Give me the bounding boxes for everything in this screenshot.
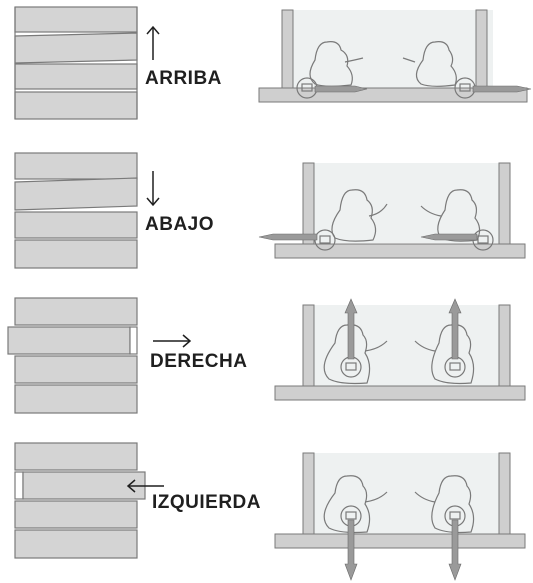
door-cross-section-diagram xyxy=(258,9,532,103)
window-stack-diagram xyxy=(14,152,138,269)
roller-icon xyxy=(414,475,475,534)
panel-derecha: DERECHA xyxy=(0,293,533,433)
left-arrow-icon xyxy=(126,479,164,493)
shifted-pane xyxy=(7,326,131,355)
door-cross-section-diagram xyxy=(258,162,526,259)
panel-abajo: ABAJO xyxy=(0,148,533,288)
down-arrow-icon xyxy=(344,519,358,581)
up-arrow-icon xyxy=(344,298,358,360)
down-arrow-icon xyxy=(448,519,462,581)
panel-izquierda: IZQUIERDA xyxy=(0,438,533,581)
left-arrow-icon xyxy=(258,233,318,241)
right-arrow-icon xyxy=(472,85,532,93)
right-arrow-icon xyxy=(153,334,192,348)
panel-arriba: ARRIBA xyxy=(0,0,533,140)
roller-icon xyxy=(296,41,364,99)
right-arrow-icon xyxy=(314,85,368,93)
direction-label: IZQUIERDA xyxy=(152,492,261,513)
window-stack-diagram xyxy=(14,6,138,120)
left-arrow-icon xyxy=(420,233,478,241)
up-arrow-icon xyxy=(448,298,462,360)
door-cross-section-diagram xyxy=(274,298,526,401)
window-stack-diagram xyxy=(7,297,138,414)
window-stack-diagram xyxy=(14,442,146,559)
up-arrow-icon xyxy=(146,25,160,60)
direction-label: ARRIBA xyxy=(145,68,222,89)
tilted-pane xyxy=(14,177,138,211)
tilted-pane xyxy=(14,32,138,64)
door-cross-section-diagram xyxy=(274,452,526,581)
shifted-pane xyxy=(22,471,146,500)
direction-label: ABAJO xyxy=(145,214,215,235)
down-arrow-icon xyxy=(146,171,160,207)
direction-label: DERECHA xyxy=(150,351,248,372)
